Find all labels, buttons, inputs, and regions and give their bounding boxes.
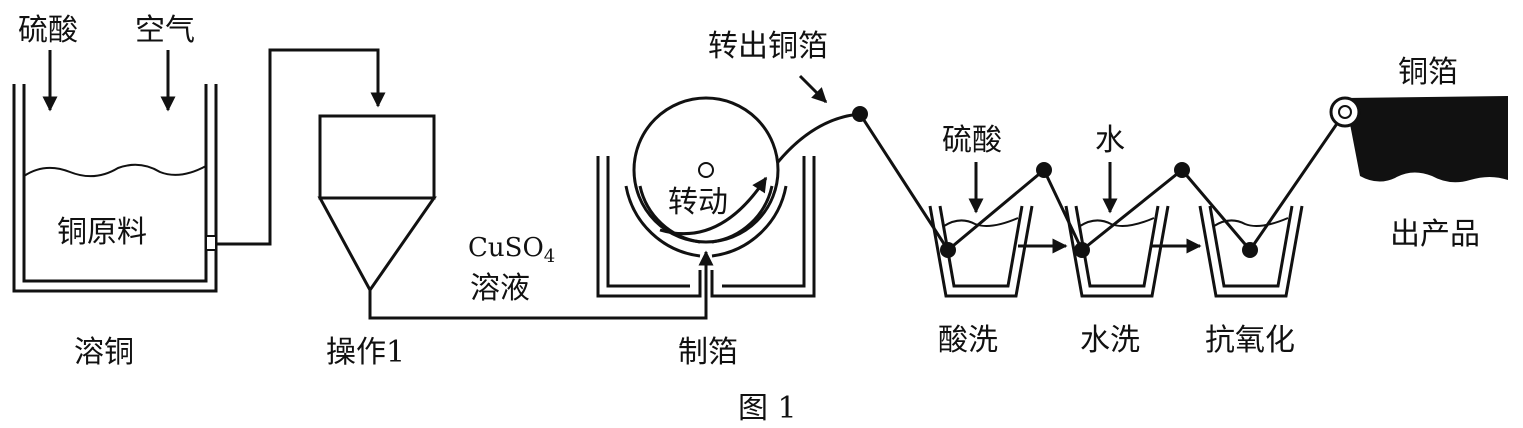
water-label: 水 bbox=[1095, 123, 1125, 158]
roller-anti bbox=[1242, 242, 1258, 258]
solution-word-label: 溶液 bbox=[470, 271, 530, 306]
rotate-label: 转动 bbox=[668, 185, 728, 220]
raw-material-label: 铜原料 bbox=[57, 215, 147, 250]
output-roller-hub bbox=[1338, 105, 1352, 119]
drum-axle bbox=[698, 162, 714, 178]
roller-3 bbox=[1174, 162, 1190, 178]
air-label: 空气 bbox=[135, 13, 195, 48]
pipe-tank-to-op1 bbox=[216, 48, 386, 246]
foil-label: 铜箔 bbox=[1398, 55, 1458, 90]
stage-dissolve-label: 溶铜 bbox=[74, 335, 134, 370]
stage-water-wash-label: 水洗 bbox=[1080, 323, 1140, 358]
stage-op1-label: 操作1 bbox=[326, 335, 405, 370]
stage-foil-making-label: 制箔 bbox=[678, 335, 738, 370]
acid-label-2: 硫酸 bbox=[942, 123, 1002, 158]
take-out-foil-label: 转出铜箔 bbox=[708, 29, 828, 64]
foil-drum-tank bbox=[596, 156, 816, 298]
acid-label-1: 硫酸 bbox=[18, 13, 78, 48]
take-out-arrow bbox=[798, 74, 828, 104]
roller-acid bbox=[940, 242, 956, 258]
pipe-op1-to-foil bbox=[368, 250, 714, 320]
product-out-label: 出产品 bbox=[1390, 217, 1480, 252]
roller-water bbox=[1074, 242, 1090, 258]
dissolve-tank bbox=[12, 84, 218, 293]
figure-caption: 图 1 bbox=[738, 391, 797, 426]
rotate-arrow bbox=[659, 176, 768, 236]
stage-antioxidation-label: 抗氧化 bbox=[1205, 323, 1295, 358]
rotating-drum bbox=[632, 96, 780, 244]
cuso4-label: CuSO4 bbox=[468, 233, 555, 267]
foil-sheet bbox=[1345, 96, 1508, 183]
roller-1 bbox=[852, 106, 868, 122]
op1-funnel bbox=[317, 114, 437, 293]
roller-2 bbox=[1036, 162, 1052, 178]
foil-path bbox=[776, 111, 1347, 253]
antioxidation-tank bbox=[1198, 205, 1304, 298]
stage-acid-wash-label: 酸洗 bbox=[938, 323, 998, 358]
